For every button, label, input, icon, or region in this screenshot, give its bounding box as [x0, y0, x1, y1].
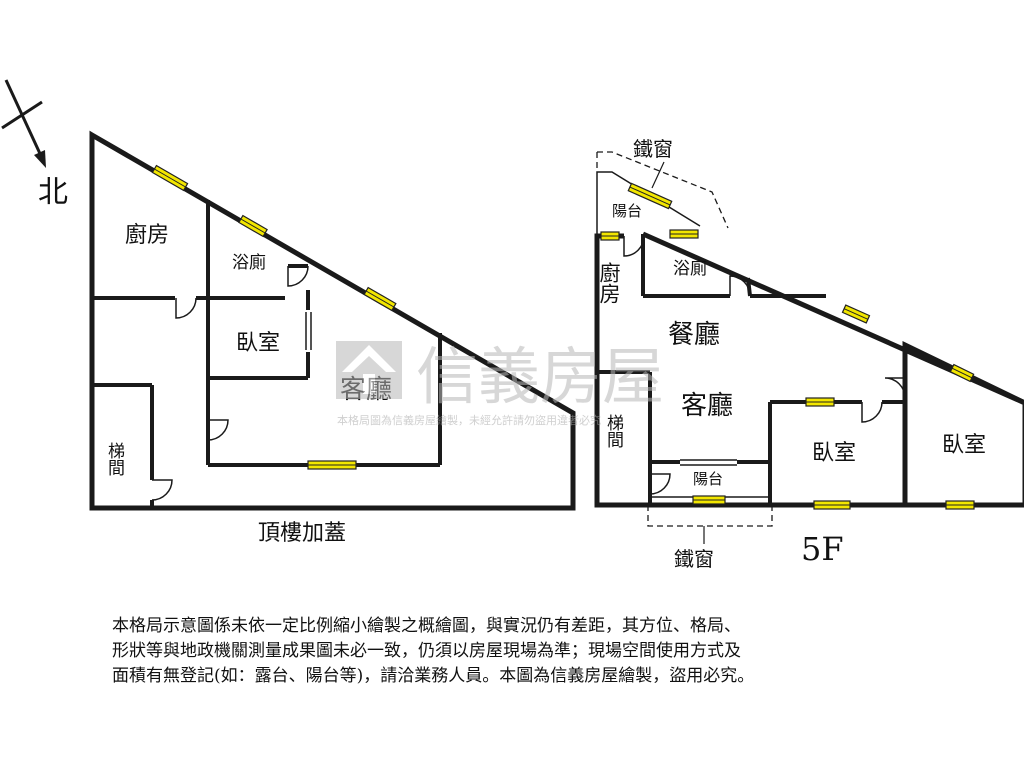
window: [945, 500, 975, 510]
rooftop-outer-wall: [89, 130, 576, 511]
fifth-floor-labels: 鐵窗 陽台 廚房 浴廁 餐廳 客廳 梯間 陽台 臥室 臥室 鐵窗 5F: [597, 137, 986, 571]
room-label-bedroom: 臥室: [236, 331, 280, 356]
window: [692, 495, 726, 505]
watermark-brand: 信義房屋: [416, 340, 664, 413]
watermark: 信義房屋 本格局圖為信義房屋繪製，未經允許請勿盜用違者必究: [336, 340, 664, 427]
window: [151, 164, 189, 192]
label-iron-window-top: 鐵窗: [633, 137, 673, 161]
room-label-stairs: 梯間: [603, 414, 624, 449]
iron-window-outline: [647, 505, 773, 527]
room-label-kitchen: 廚房: [597, 262, 621, 304]
room-label-living-room: 客廳: [681, 391, 733, 421]
room-label-bathroom: 浴廁: [673, 258, 707, 279]
window: [841, 304, 871, 324]
watermark-logo: [336, 341, 402, 399]
north-label: 北: [38, 175, 68, 210]
room-label-bathroom: 浴廁: [232, 252, 266, 273]
disclaimer-line-1: 本格局示意圖係未依一定比例縮小繪製之概繪圖，與實況仍有差距，其方位、格局、: [112, 616, 741, 636]
window: [307, 460, 357, 470]
compass-arrow: [4, 79, 44, 159]
window: [238, 214, 268, 238]
door-swing: [151, 479, 173, 501]
rooftop-caption: 頂樓加蓋: [258, 521, 346, 546]
window: [600, 231, 620, 241]
room-label-bedroom-middle: 臥室: [812, 441, 856, 466]
door-swing: [861, 401, 883, 423]
rooftop-windows: [151, 164, 397, 470]
compass: 北: [1, 79, 68, 210]
room-label-stairs: 梯間: [104, 442, 125, 477]
compass-arrowhead: [34, 150, 46, 168]
disclaimer: 本格局示意圖係未依一定比例縮小繪製之概繪圖，與實況仍有差距，其方位、格局、 形狀…: [112, 614, 912, 689]
door-swing: [623, 235, 645, 257]
room-label-dining-room: 餐廳: [668, 320, 720, 350]
door-swing: [729, 275, 751, 297]
room-label-kitchen: 廚房: [125, 223, 169, 248]
iron-window-outline: [597, 151, 729, 229]
compass-crossbar: [1, 100, 43, 130]
window: [949, 363, 975, 383]
rooftop-plan: [89, 130, 576, 511]
room-label-balcony-top: 陽台: [612, 202, 642, 220]
floor-label: 5F: [801, 530, 844, 568]
door-swing: [649, 473, 671, 495]
room-label-balcony-bottom: 陽台: [693, 470, 723, 488]
door-swing: [207, 419, 229, 441]
window: [363, 286, 397, 312]
fifth-floor-plan: [594, 151, 1024, 544]
room-label-bedroom-right: 臥室: [942, 433, 986, 458]
leader-line: [651, 161, 665, 189]
door-swing: [884, 377, 906, 399]
label-iron-window-bottom: 鐵窗: [674, 547, 714, 571]
window: [805, 397, 835, 407]
window: [627, 182, 673, 210]
window: [669, 229, 699, 239]
fifth-floor-windows: [600, 182, 975, 510]
door-swing: [175, 297, 197, 319]
watermark-notice: 本格局圖為信義房屋繪製，未經允許請勿盜用違者必究: [337, 413, 601, 427]
disclaimer-line-3: 面積有無登記(如：露台、陽台等)，請洽業務人員。本圖為信義房屋繪製，盜用必究。: [112, 666, 755, 686]
door-swing: [287, 265, 309, 287]
window: [813, 500, 851, 510]
disclaimer-line-2: 形狀等與地政機關測量成果圖未必一致，仍須以房屋現場為準；現場空間使用方式及: [112, 641, 741, 661]
